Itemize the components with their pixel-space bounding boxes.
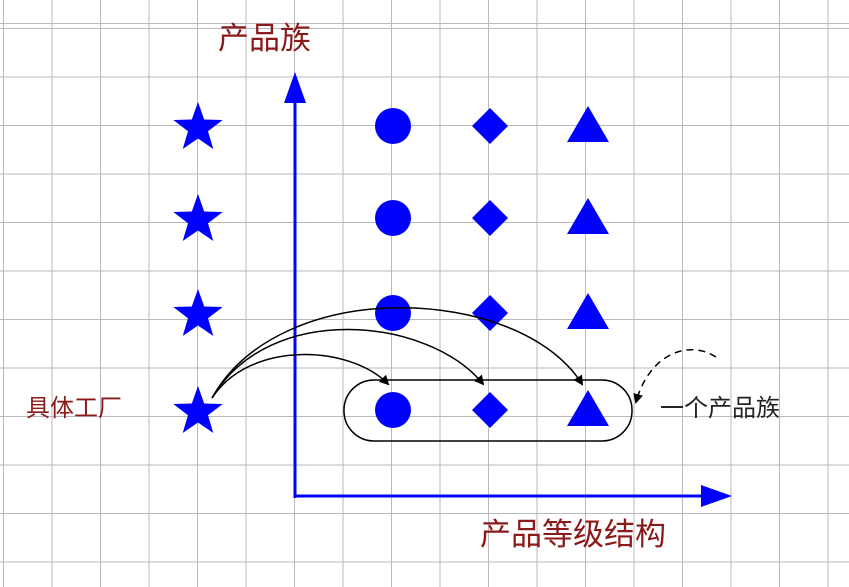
star-icon (173, 386, 223, 433)
y-axis-arrowhead (284, 72, 306, 103)
triangle-icon (567, 198, 609, 234)
x-axis-arrowhead (701, 485, 732, 507)
x-axis (294, 485, 732, 507)
triangle-icon (567, 390, 609, 426)
diamond-icon (472, 108, 508, 144)
star-icon (173, 194, 223, 241)
factory-arrow-to-circle (211, 353, 390, 399)
factory-arrow-to-triangle (211, 307, 584, 399)
star-icon (173, 289, 223, 336)
y-axis (284, 72, 306, 498)
circle-icon (375, 200, 411, 236)
product-grid (173, 102, 609, 433)
triangle-icon (567, 293, 609, 329)
factory-arrow-to-diamond (211, 328, 485, 399)
circle-icon (375, 108, 411, 144)
circle-icon (375, 295, 411, 331)
circle-icon (375, 392, 411, 428)
x-axis-label: 产品等级结构 (480, 517, 666, 553)
diamond-icon (472, 200, 508, 236)
one-product-family-label: 一个产品族 (660, 394, 780, 422)
star-icon (173, 102, 223, 149)
concrete-factory-label: 具体工厂 (26, 394, 122, 422)
y-axis-label: 产品族 (218, 21, 311, 57)
product-family-box (343, 379, 633, 442)
diamond-icon (472, 295, 508, 331)
triangle-icon (567, 106, 609, 142)
diamond-icon (472, 392, 508, 428)
